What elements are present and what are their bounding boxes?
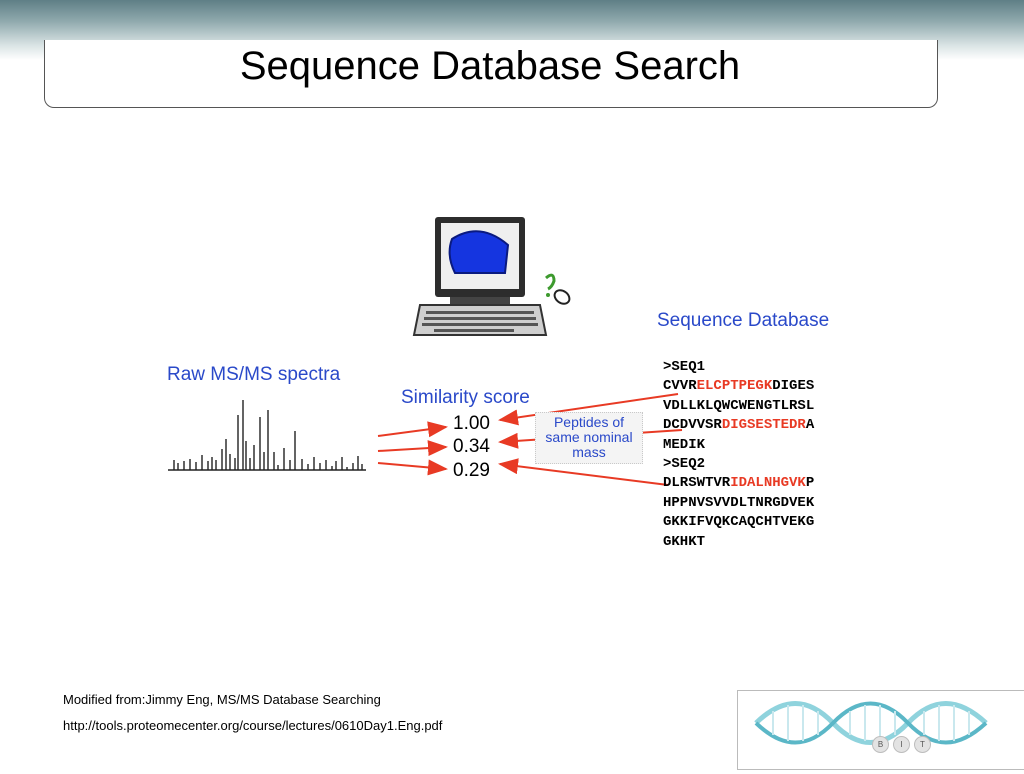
sequence-line: GKHKT	[663, 533, 814, 552]
matched-peptide: IDALNHGVK	[730, 475, 806, 492]
sequence-line: >SEQ2	[663, 455, 814, 474]
sequence-line: MEDIK	[663, 436, 814, 455]
sequence-text: VDLLKLQWCWENGTLRSL	[663, 397, 815, 414]
logo-letter: I	[893, 736, 910, 753]
sequence-text: A	[805, 417, 815, 434]
title-frame	[44, 40, 938, 108]
sequence-text: HPPNVSVVDLTNRGDVEK	[663, 494, 815, 511]
sequence-line: >SEQ1	[663, 358, 814, 377]
sequence-text: >SEQ1	[663, 359, 706, 375]
sequence-text: CVVR	[663, 378, 697, 395]
sequence-text: GKKIFVQKCAQCHTVEKG	[663, 514, 815, 531]
peptides-note-line: mass	[572, 444, 606, 460]
matched-peptide: ELCPTPEGK	[696, 378, 773, 395]
sequence-text: >SEQ2	[663, 455, 706, 472]
peptides-note: Peptides of same nominal mass	[535, 412, 643, 464]
sequence-line: VDLLKLQWCWENGTLRSL	[663, 397, 814, 416]
peptides-note-line: Peptides of	[553, 414, 625, 430]
source-credit: Modified from:Jimmy Eng, MS/MS Database …	[63, 692, 381, 707]
sequence-text: DIGES	[772, 378, 815, 395]
score-value: 0.29	[453, 460, 490, 481]
sequence-text: GKHKT	[663, 533, 706, 550]
sequence-line: GKKIFVQKCAQCHTVEKG	[663, 513, 814, 532]
peptides-note-line: same nominal	[545, 429, 633, 445]
logo-letter: T	[914, 736, 931, 753]
raw-spectra-label: Raw MS/MS spectra	[167, 364, 341, 385]
sequence-line: CVVRELCPTPEGKDIGES	[663, 377, 814, 396]
dna-helix-icon	[754, 701, 988, 745]
score-value: 0.34	[453, 436, 490, 457]
score-arrows	[377, 421, 448, 476]
sequence-text: MEDIK	[663, 436, 706, 453]
sequence-text: DCDVVSR	[663, 417, 722, 434]
matched-peptide: DIGSESTEDR	[721, 417, 806, 434]
sequence-text: P	[805, 475, 815, 492]
slide-title: Sequence Database Search	[239, 44, 741, 88]
computer-icon	[412, 217, 571, 336]
source-url: http://tools.proteomecenter.org/course/l…	[63, 718, 443, 733]
sequence-line: DLRSWTVRIDALNHGVKP	[663, 474, 814, 493]
diagram-graphics	[168, 217, 683, 486]
score-value: 1.00	[453, 413, 490, 434]
sequence-text: DLRSWTVR	[663, 475, 731, 492]
sequence-line: HPPNVSVVDLTNRGDVEK	[663, 494, 814, 513]
sequence-line: DCDVVSRDIGSESTEDRA	[663, 416, 814, 435]
ms-spectrum	[168, 400, 366, 471]
logo-letter: B	[872, 736, 889, 753]
bit-logo: B I T	[737, 690, 1024, 770]
search-diagram: Raw MS/MS spectra Similarity score 1.00 …	[150, 205, 872, 560]
sequence-database-label: Sequence Database	[657, 310, 830, 331]
similarity-score-label: Similarity score	[401, 387, 530, 408]
